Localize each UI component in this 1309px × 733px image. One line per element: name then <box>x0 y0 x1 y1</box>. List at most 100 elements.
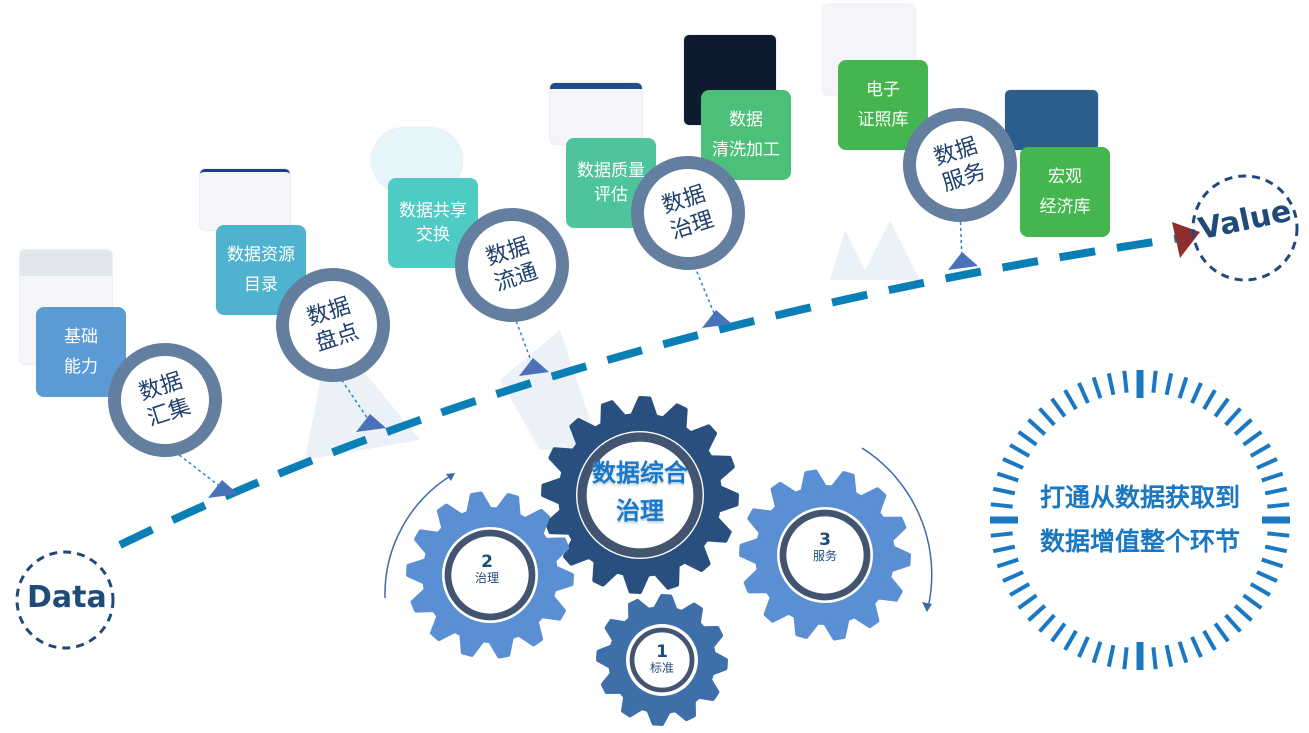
box-label: 经济库 <box>1039 197 1091 217</box>
main-gear-line: 数据综合 <box>592 459 688 487</box>
box-label: 清洗加工 <box>712 140 780 160</box>
clock-tick <box>1017 593 1038 610</box>
clock-tick <box>1264 486 1288 496</box>
clock-tick <box>1151 647 1158 670</box>
box-label: 目录 <box>244 275 278 295</box>
clock-tick <box>1009 582 1031 597</box>
clock-tick <box>990 502 1013 509</box>
gear-number: 2 <box>481 552 493 572</box>
slogan-line: 打通从数据获取到 <box>1039 483 1241 512</box>
clock-tick <box>1190 382 1203 404</box>
clock-tick <box>1106 372 1116 396</box>
clock-tick <box>1256 457 1278 470</box>
clock-tick <box>1017 430 1038 447</box>
box-label: 电子 <box>866 80 900 100</box>
box-label: 交换 <box>416 225 450 245</box>
connector-line <box>334 369 371 423</box>
milestone-triangle-icon <box>356 414 386 432</box>
rotate-arrow-left <box>384 474 453 599</box>
screenshot-thumbnail <box>550 83 642 144</box>
clock-tick <box>1233 604 1253 622</box>
gear-label: 标准 <box>649 661 675 675</box>
gear-hub-ring <box>577 432 703 558</box>
value-flow-path <box>118 234 1181 549</box>
screenshot-thumbnail <box>200 169 290 230</box>
clock-tick <box>1063 629 1078 651</box>
milestone-triangle-icon <box>519 358 549 376</box>
gear-hub <box>777 507 873 603</box>
clock-tick <box>1213 622 1230 643</box>
slogan: 打通从数据获取到数据增值整个环节 <box>1040 476 1240 564</box>
clock-tick <box>1002 570 1024 583</box>
clock-tick <box>996 471 1019 483</box>
clock-tick <box>1177 376 1189 399</box>
clock-tick <box>1242 593 1263 610</box>
arrow-icon <box>446 473 455 481</box>
clock-tick <box>1267 502 1290 509</box>
clock-tick <box>1190 636 1203 658</box>
box-macro-economy: 宏观经济库 <box>1020 147 1110 237</box>
gear-hub <box>576 431 704 559</box>
gear-hub <box>442 527 538 623</box>
clock-tick <box>1038 407 1056 427</box>
clock-tick <box>1164 372 1174 396</box>
clock-tick <box>1091 641 1103 664</box>
clock-tick <box>996 557 1019 569</box>
clock-tick <box>1202 389 1217 411</box>
connector-line <box>689 254 717 319</box>
rotate-arrow-right <box>861 447 933 609</box>
value-endpoint-circle <box>1191 174 1299 282</box>
slogan-line: 数据增值整个环节 <box>1039 527 1241 556</box>
clock-tick <box>1249 443 1271 458</box>
clock-tick <box>1122 370 1129 393</box>
milestone-triangle-icon <box>208 480 238 498</box>
clock-tick <box>1256 570 1278 583</box>
clock-tick <box>1233 418 1253 436</box>
clock-tick <box>1091 376 1103 399</box>
clock-tick <box>990 531 1013 538</box>
clock-tick <box>1177 641 1189 664</box>
clock-tick <box>992 486 1016 496</box>
clock-tick <box>1050 397 1067 418</box>
clock-tick <box>992 544 1016 554</box>
clock-tick <box>1077 636 1090 658</box>
arrow-head-icon <box>1172 222 1200 258</box>
clock-tick <box>1224 613 1242 633</box>
box-label: 数据共享 <box>399 201 467 221</box>
clock-tick <box>1009 443 1031 458</box>
data-label: Data <box>27 580 107 615</box>
box-label: 数据资源 <box>227 245 295 265</box>
clock-tick <box>1264 544 1288 554</box>
clock-tick <box>1106 644 1116 668</box>
clock-tick <box>1267 531 1290 538</box>
box-label: 评估 <box>594 185 628 205</box>
milestone-triangle-icon <box>702 310 732 328</box>
gear-hub-ring <box>779 509 871 601</box>
clock-tick <box>1050 622 1067 643</box>
clock-tick <box>1202 629 1217 651</box>
gear-hub <box>626 624 698 696</box>
main-gear-label: 数据综合治理 <box>592 454 688 530</box>
box-label: 证照库 <box>857 110 909 130</box>
gear-number: 1 <box>656 642 668 662</box>
clock-tick <box>1122 647 1129 670</box>
gear-number: 3 <box>819 530 831 550</box>
box-label: 数据质量 <box>577 161 645 181</box>
clock-tick <box>1224 407 1242 427</box>
clock-tick <box>1027 604 1047 622</box>
box-label: 能力 <box>64 357 98 377</box>
clock-tick <box>1261 557 1284 569</box>
milestone-triangle-icon <box>948 252 978 270</box>
box-e-license: 电子证照库 <box>838 60 928 150</box>
main-gear-line: 治理 <box>616 497 664 525</box>
data-endpoint-circle <box>15 550 115 650</box>
clock-tick <box>1213 397 1230 418</box>
gear-label: 服务 <box>812 549 838 563</box>
clock-tick <box>1249 582 1271 597</box>
clock-tick <box>1242 430 1263 447</box>
gear-label: 治理 <box>474 571 500 585</box>
clock-tick <box>1164 644 1174 668</box>
